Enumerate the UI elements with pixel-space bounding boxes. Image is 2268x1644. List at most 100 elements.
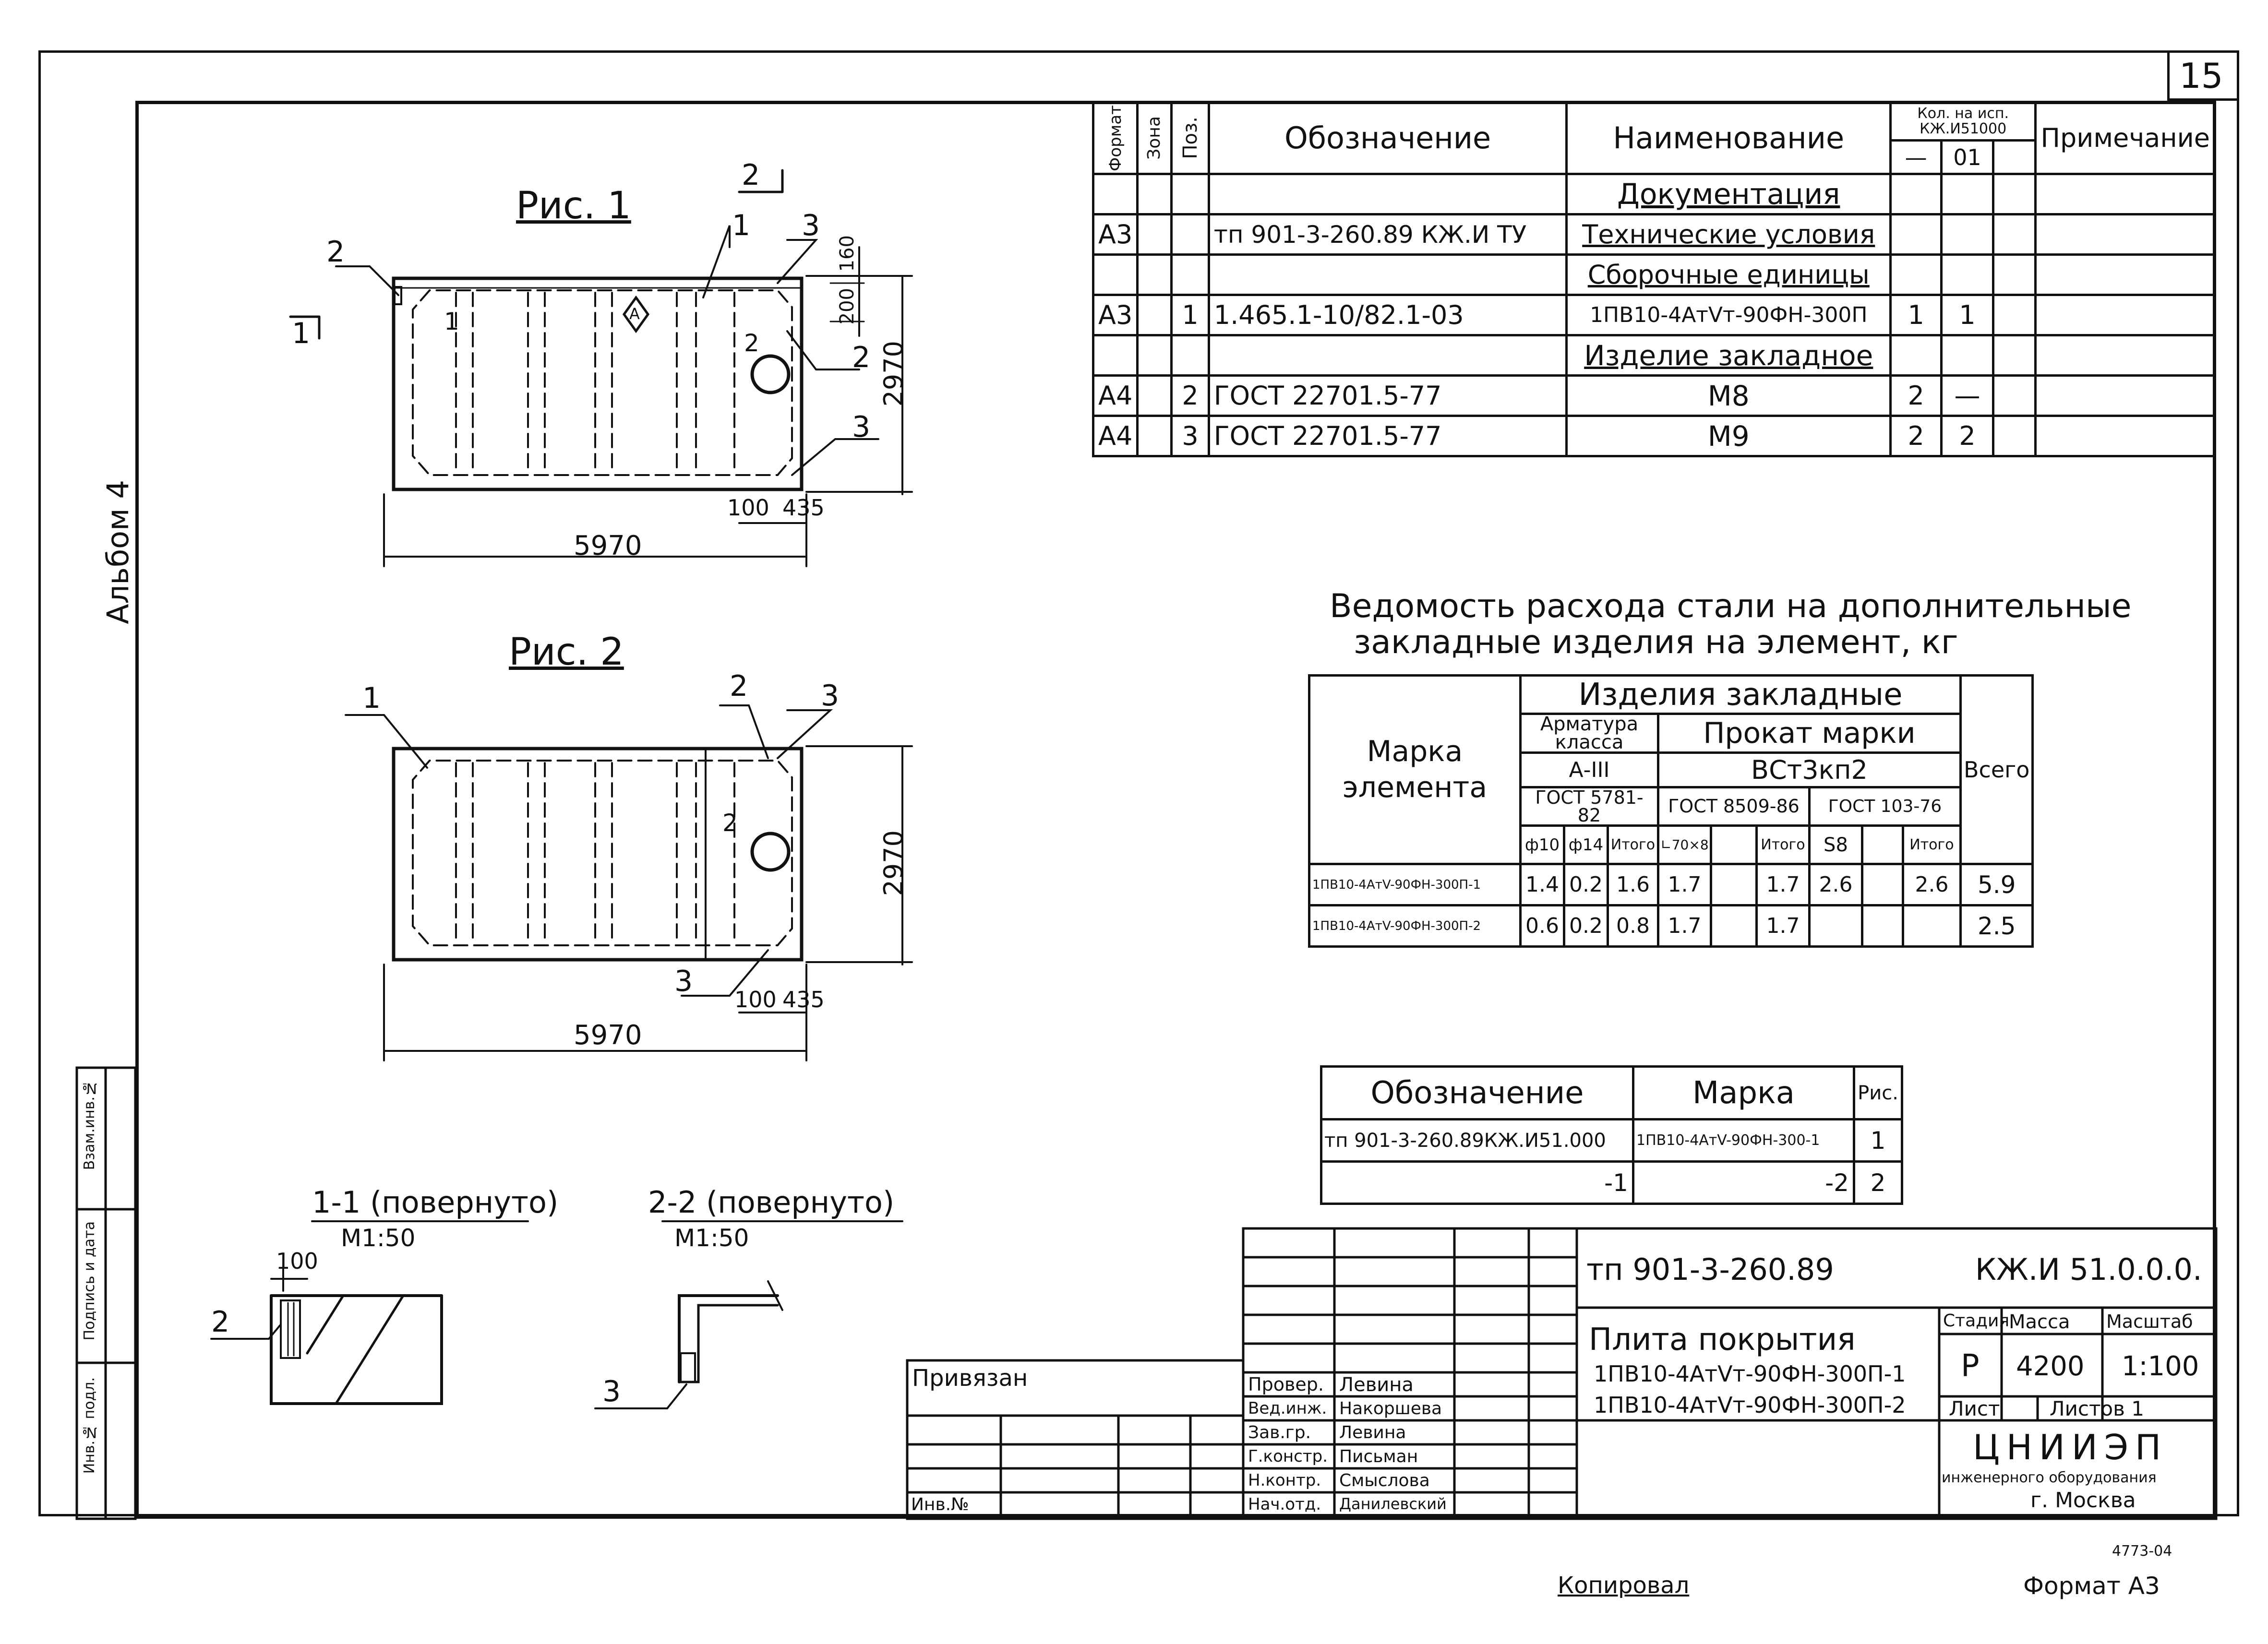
cell-zone <box>1136 213 1173 256</box>
h-sheet: Лист <box>1949 1397 2000 1420</box>
role-label: Г.констр. <box>1248 1447 1328 1466</box>
spec-row: Документация <box>1092 173 2216 215</box>
fig1-callout-3: 3 <box>802 209 820 242</box>
h-sub: Итого <box>1606 824 1659 865</box>
cell-format: А4 <box>1092 415 1139 457</box>
cell-note <box>2034 253 2216 296</box>
section2-scale: М1:50 <box>674 1224 749 1252</box>
fig2-dim-b: 435 <box>782 987 825 1013</box>
h-gost2: ГОСТ 8509-86 <box>1656 786 1811 827</box>
fig1-callout-2: 2 <box>326 235 345 269</box>
cell-q1 <box>1889 253 1943 296</box>
org-dept: инженерного оборудования <box>1942 1469 2157 1486</box>
side-stamp-replace: Взам.инв.№ <box>81 1080 98 1170</box>
fig2-slab <box>345 704 913 1061</box>
h-sub: S8 <box>1808 824 1863 865</box>
fig2-callout-3: 3 <box>821 679 840 713</box>
cell-mark: 1ПВ10-4АтV-90ФН-300П-1 <box>1308 863 1522 906</box>
cell-q2: 1 <box>1940 294 1994 336</box>
inv-label: Инв.№ <box>911 1495 969 1514</box>
h-qty-01: 01 <box>1940 139 1994 175</box>
section1-title: 1-1 (повернуто) <box>312 1185 559 1220</box>
h-sub: Итого <box>1755 824 1811 865</box>
cell-q3 <box>1992 253 2037 296</box>
scale-value: 1:100 <box>2122 1351 2199 1382</box>
cell-mark: 1ПВ10-4АтV-90ФН-300-1 <box>1632 1118 1855 1163</box>
role-name: Письман <box>1339 1447 1418 1466</box>
fig2-dim-a: 100 <box>734 987 777 1013</box>
cell-zone <box>1136 374 1173 417</box>
cell-value: 0.8 <box>1606 904 1659 948</box>
cell-zone <box>1136 173 1173 215</box>
h-a3: А-III <box>1519 751 1659 788</box>
cell-q3 <box>1992 213 2037 256</box>
cell-value <box>1860 904 1904 948</box>
h-mark: Марка <box>1632 1065 1855 1120</box>
fig1-dim-b: 435 <box>782 495 825 521</box>
cell-name: Изделие закладное <box>1565 334 1892 377</box>
org-city: г. Москва <box>2030 1488 2136 1513</box>
cell-designation: тп 901-3-260.89КЖ.И51.000 <box>1320 1118 1634 1163</box>
cell-note <box>2034 415 2216 457</box>
cell-q3 <box>1992 374 2037 417</box>
cell-zone <box>1136 334 1173 377</box>
section2-title: 2-2 (повернуто) <box>648 1185 895 1220</box>
h-total: Всего <box>1959 674 2034 865</box>
cell-q1: 2 <box>1889 415 1943 457</box>
sheet-number: 15 <box>2179 56 2223 96</box>
fig1-title: Рис. 1 <box>516 184 631 227</box>
cell-q2 <box>1940 334 1994 377</box>
h-gost3: ГОСТ 103-76 <box>1808 786 1962 827</box>
section-1-1 <box>210 1220 529 1405</box>
fig1-section-mark-1: 1 <box>292 317 311 350</box>
cell-note <box>2034 213 2216 256</box>
fig1-callout-3b: 3 <box>852 410 871 444</box>
project-code: тп 901-3-260.89 <box>1586 1252 1834 1287</box>
h-rebar: Арматура класса <box>1519 713 1659 754</box>
h-vst: ВСт3кп2 <box>1656 751 1962 788</box>
cell-value: 0.2 <box>1562 863 1609 906</box>
cell-q3 <box>1992 415 2037 457</box>
fig2-inner-mark-2: 2 <box>722 809 738 837</box>
cell-total: 5.9 <box>1959 863 2034 906</box>
cell-format <box>1092 173 1139 215</box>
cell-pos: 1 <box>1170 294 1210 336</box>
fig1-callout-2b: 2 <box>852 341 871 374</box>
h-name: Наименование <box>1565 101 1892 175</box>
h-items: Изделия закладные <box>1519 674 1962 715</box>
cell-name: Технические условия <box>1565 213 1892 256</box>
item-name-3: 1ПВ10-4АтVт-90ФН-300П-2 <box>1594 1392 1906 1418</box>
fig1-inner-mark-1: 1 <box>444 308 459 335</box>
cell-name: М8 <box>1565 374 1892 417</box>
cell-value: 0.6 <box>1519 904 1565 948</box>
cell-value: 1.7 <box>1755 863 1811 906</box>
h-sheets: Листов 1 <box>2050 1397 2144 1420</box>
fig2-title: Рис. 2 <box>509 631 624 674</box>
cell-q2 <box>1940 253 1994 296</box>
cell-note <box>2034 374 2216 417</box>
h-sub: Итого <box>1901 824 1962 865</box>
cell-zone <box>1136 415 1173 457</box>
cell-name: Сборочные единицы <box>1565 253 1892 296</box>
cell-pos <box>1170 213 1210 256</box>
section2-callout: 3 <box>602 1375 621 1408</box>
fig1-callout-1: 1 <box>732 209 751 242</box>
cell-format <box>1092 253 1139 296</box>
cell-format: А3 <box>1092 294 1139 336</box>
cell-designation: 1.465.1-10/82.1-03 <box>1207 294 1568 336</box>
cell-pos <box>1170 173 1210 215</box>
cell-q1 <box>1889 213 1943 256</box>
steel-table: Марка элемента Изделия закладные Всего А… <box>1308 674 2034 948</box>
h-sub: ф10 <box>1519 824 1565 865</box>
cell-fig: 1 <box>1853 1118 1903 1163</box>
cell-designation: ГОСТ 22701.5-77 <box>1207 374 1568 417</box>
role-label: Провер. <box>1248 1374 1324 1395</box>
steel-title-1: Ведомость расхода стали на дополнительны… <box>1330 587 2132 625</box>
h-note: Примечание <box>2034 101 2216 175</box>
cell-value: 0.2 <box>1562 904 1609 948</box>
cell-value: 1.6 <box>1606 863 1659 906</box>
cell-format <box>1092 334 1139 377</box>
cell-q2 <box>1940 173 1994 215</box>
cell-value: 2.6 <box>1808 863 1863 906</box>
